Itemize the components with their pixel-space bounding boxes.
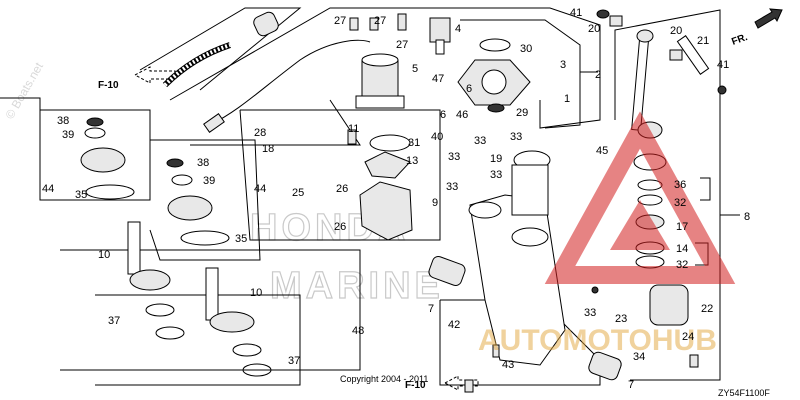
callout-11: 11 xyxy=(348,123,359,135)
fitting-7-drawing xyxy=(428,256,622,381)
callout-1: 1 xyxy=(564,93,570,105)
callout-35: 35 xyxy=(235,233,247,245)
bolts-and-washers xyxy=(347,9,727,393)
front-arrow: FR. xyxy=(730,8,783,48)
copyright-text: Copyright 2004 - 2011 xyxy=(340,374,428,384)
callout-28: 28 xyxy=(254,127,266,139)
callout-2: 2 xyxy=(595,69,601,81)
callout-32: 32 xyxy=(676,259,688,271)
callout-26: 26 xyxy=(336,183,348,195)
callout-23: 23 xyxy=(615,313,627,325)
figure-code: ZY54F1100F xyxy=(718,388,770,398)
callout-41: 41 xyxy=(717,59,729,71)
trim-motor-drawing xyxy=(355,53,405,109)
callout-33: 33 xyxy=(584,307,596,319)
callout-32: 32 xyxy=(674,197,686,209)
piston-rods xyxy=(127,221,272,377)
callout-47: 47 xyxy=(432,73,444,85)
honda-marine-watermark: HONDA MARINE xyxy=(249,206,444,307)
callout-4: 4 xyxy=(455,23,461,35)
callout-9: 9 xyxy=(432,197,438,209)
cylinder-body-drawing xyxy=(468,150,566,366)
callout-20: 20 xyxy=(588,23,600,35)
reference-arrow-top: F-10 xyxy=(98,66,176,91)
callout-19: 19 xyxy=(490,153,502,165)
watermark-line-2: MARINE xyxy=(270,265,444,307)
pump-body-drawing xyxy=(359,134,413,241)
callout-31: 31 xyxy=(408,137,420,149)
automotohub-logo-watermark: AUTOMOTOHUB xyxy=(478,111,736,357)
callout-44: 44 xyxy=(254,183,266,195)
callout-22: 22 xyxy=(701,303,713,315)
callout-30: 30 xyxy=(520,43,532,55)
callout-10: 10 xyxy=(98,249,110,261)
callout-7: 7 xyxy=(628,379,634,391)
callout-33: 33 xyxy=(446,181,458,193)
callout-44: 44 xyxy=(42,183,54,195)
callout-38: 38 xyxy=(197,157,209,169)
callout-labels: 27 27 27 5 4 30 3 2 47 6 6 46 29 1 41 20… xyxy=(42,7,750,391)
svg-text:F-10: F-10 xyxy=(98,80,119,91)
callout-10: 10 xyxy=(250,287,262,299)
callout-46: 46 xyxy=(456,109,468,121)
callout-6: 6 xyxy=(466,83,472,95)
callout-45: 45 xyxy=(596,145,608,157)
callout-17: 17 xyxy=(676,221,688,233)
svg-text:F-10: F-10 xyxy=(405,380,426,391)
callout-38: 38 xyxy=(57,115,69,127)
callout-26: 26 xyxy=(334,221,346,233)
callout-7: 7 xyxy=(428,303,434,315)
callout-41: 41 xyxy=(570,7,582,19)
reservoir-drawing xyxy=(457,38,531,113)
callout-14: 14 xyxy=(676,243,688,255)
reference-arrow-bottom: F-10 xyxy=(405,375,479,391)
callout-27: 27 xyxy=(374,15,386,27)
callout-21: 21 xyxy=(697,35,709,47)
callout-24: 24 xyxy=(682,331,694,343)
hose-assembly-drawing xyxy=(162,11,371,133)
callout-33: 33 xyxy=(448,151,460,163)
callout-37: 37 xyxy=(288,355,300,367)
callout-37: 37 xyxy=(108,315,120,327)
callout-25: 25 xyxy=(292,187,304,199)
callout-42: 42 xyxy=(448,319,460,331)
callout-13: 13 xyxy=(406,155,418,167)
callout-40: 40 xyxy=(431,131,443,143)
svg-text:FR.: FR. xyxy=(730,32,749,48)
callout-43: 43 xyxy=(502,359,514,371)
callout-48: 48 xyxy=(352,325,364,337)
part-4-drawing xyxy=(429,17,451,55)
callout-36: 36 xyxy=(674,179,686,191)
callout-27: 27 xyxy=(334,15,346,27)
callout-20: 20 xyxy=(670,25,682,37)
callout-8: 8 xyxy=(744,211,750,223)
automotohub-text: AUTOMOTOHUB xyxy=(478,324,717,357)
callout-6: 6 xyxy=(440,109,446,121)
callout-18: 18 xyxy=(262,143,274,155)
callout-34: 34 xyxy=(633,351,645,363)
callout-5: 5 xyxy=(412,63,418,75)
callout-33: 33 xyxy=(510,131,522,143)
callout-27: 27 xyxy=(396,39,408,51)
callout-35: 35 xyxy=(75,189,87,201)
callout-39: 39 xyxy=(203,175,215,187)
callout-33: 33 xyxy=(490,169,502,181)
callout-29: 29 xyxy=(516,107,528,119)
left-cylinder-caps xyxy=(80,117,230,246)
callout-39: 39 xyxy=(62,129,74,141)
callout-3: 3 xyxy=(560,59,566,71)
callout-33: 33 xyxy=(474,135,486,147)
